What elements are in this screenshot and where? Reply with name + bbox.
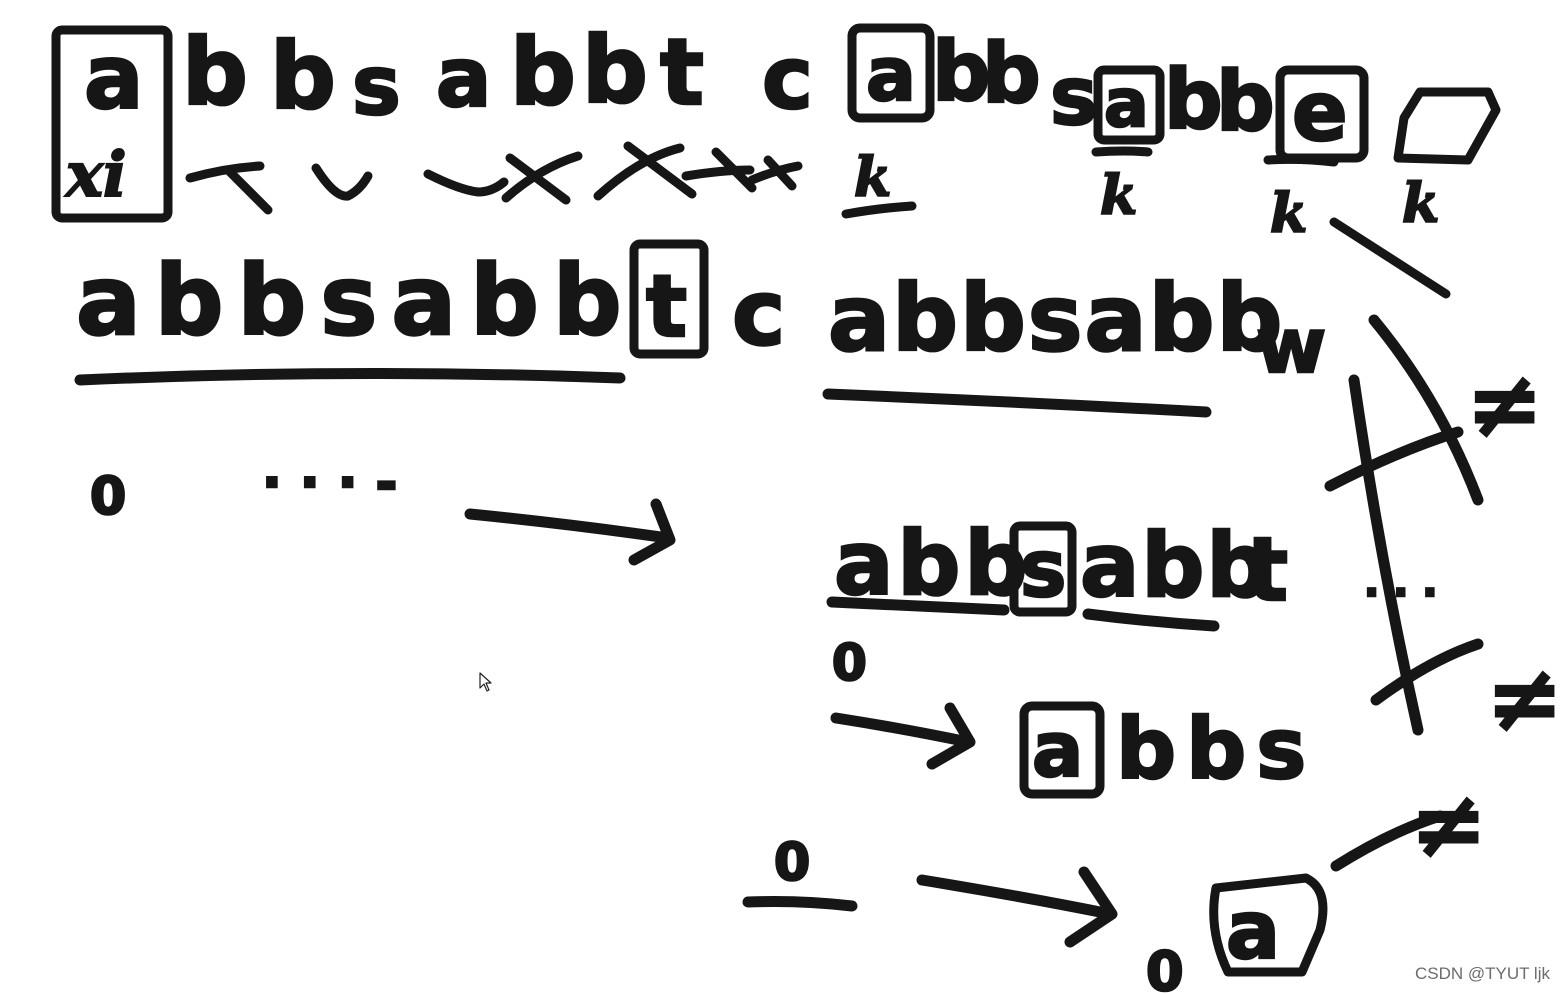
bottom-zero-underline <box>742 896 858 912</box>
row1-right-string: a b b s a b b e k k k k <box>841 23 1501 299</box>
row1-char-4: a <box>436 31 491 126</box>
bottom-box-a <box>1209 873 1328 977</box>
row1r-box-empty <box>1393 87 1501 165</box>
row1r-failure-k-1: k <box>1100 163 1137 227</box>
row3: 0 · · · - <box>89 452 676 566</box>
row1-box-a <box>51 25 173 223</box>
row1r-failure-k-3: k <box>1402 171 1439 235</box>
bottom-arrowhead <box>1064 866 1118 948</box>
bottom-block: 0 0 a <box>742 832 1328 994</box>
row1-char-7: t <box>660 19 704 126</box>
right-neq-1: ≠ <box>1486 644 1563 752</box>
watermark-label: CSDN @TYUT ljk <box>1414 964 1550 983</box>
row2-tail-w: w <box>1256 301 1326 390</box>
right-dots: . . . <box>1364 560 1437 606</box>
row1r-char-5: b <box>1164 53 1223 148</box>
bottom-zero-right: 0 <box>1146 940 1184 994</box>
bottom-boxed-a: a <box>1226 884 1280 977</box>
mid-suffix-underline <box>1082 608 1220 632</box>
mid-prefix-underline <box>826 596 1010 616</box>
row2-right-prefix: abbsabb <box>828 265 1284 372</box>
row1-char-3: s <box>352 39 401 134</box>
row1-char-0: a <box>84 26 143 129</box>
mid-tail-t: t <box>1246 518 1288 621</box>
row1r-char-2: b <box>982 27 1041 122</box>
row1r-char-3: s <box>1050 50 1098 143</box>
row1r-failure-k-0: k <box>854 145 891 209</box>
mid-box-s <box>1009 521 1077 617</box>
row2-left-underline <box>74 367 626 386</box>
right-cross-1 <box>1324 426 1464 492</box>
bottom-arrow <box>916 874 1116 920</box>
row2: abbsabb t c abbsabb w <box>74 239 1327 418</box>
row1r-char-1: b <box>932 25 991 120</box>
row1-char-5: b <box>510 19 576 126</box>
small-box-a <box>1019 701 1105 799</box>
row1-char-6: b <box>582 17 648 124</box>
mid-suffix: abb <box>1080 514 1271 617</box>
row2-after-c: c <box>732 261 785 366</box>
small-rest: bbs <box>1116 700 1316 798</box>
middle-block: abb s abb t 0 a bbs <box>826 511 1316 799</box>
right-cross-2 <box>1370 638 1484 706</box>
right-slash-2 <box>1348 374 1424 736</box>
pointer-arrow-icon <box>479 672 492 692</box>
mid-arrowhead <box>926 702 976 770</box>
row1r-failure-k-2: k <box>1270 181 1307 245</box>
row1r-char-0: a <box>866 32 916 118</box>
row1r-box-a <box>847 23 935 123</box>
right-cross-3 <box>1330 810 1446 872</box>
row2-box-t <box>629 239 709 359</box>
row1-xi-marker: xi <box>64 138 127 211</box>
small-boxed-a: a <box>1032 705 1083 794</box>
row3-zero: 0 <box>90 467 126 527</box>
row3-dots: · · · - <box>262 453 397 513</box>
row1-char-8: c <box>762 29 813 129</box>
row1r-box-a2 <box>1093 65 1165 145</box>
row1-char-2: b <box>270 23 336 130</box>
row1-scribbles <box>185 141 803 215</box>
mid-boxed-s: s <box>1020 525 1066 615</box>
right-neq-0: ≠ <box>1466 350 1543 458</box>
row1r-char-6: b <box>1216 55 1275 150</box>
row1-left-string: a b b s a b b t c xi <box>51 16 814 223</box>
row2-boxed-t: t <box>646 257 687 357</box>
row3-arrow <box>464 508 674 544</box>
right-side-marks: ≠ ≠ ≠ . . . <box>1324 314 1564 879</box>
row3-arrowhead <box>628 498 676 566</box>
row1r-char-4: a <box>1104 65 1149 142</box>
row1-char-1: b <box>182 19 248 126</box>
mid-arrow <box>830 712 974 748</box>
row1r-char-7: e <box>1292 65 1348 160</box>
right-slash-1 <box>1368 314 1484 506</box>
row2-left-prefix: abbsabb <box>76 245 636 357</box>
right-neq-2: ≠ <box>1410 770 1487 878</box>
mid-zero: 0 <box>832 634 867 692</box>
row2-right-underline <box>822 388 1212 418</box>
bottom-zero-left: 0 <box>774 833 810 893</box>
